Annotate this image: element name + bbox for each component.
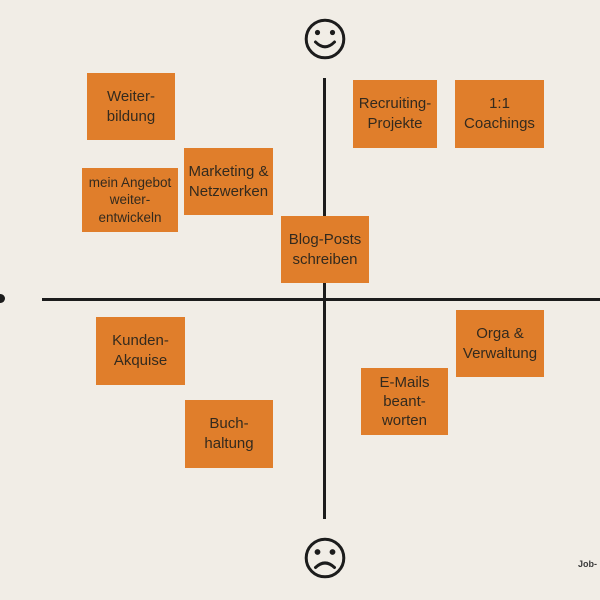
note-weiterbildung[interactable]: Weiter- bildung [87,73,175,140]
note-blog-posts-schreiben[interactable]: Blog-Posts schreiben [281,216,369,283]
axis-endpoint-dot [0,294,5,303]
note-orga-verwaltung[interactable]: Orga & Verwaltung [456,310,544,377]
note-buchhaltung[interactable]: Buch- haltung [185,400,273,468]
note-recruiting-projekte[interactable]: Recruiting- Projekte [353,80,437,148]
sad-face-icon [304,537,346,579]
note-mein-angebot-weiterentwickeln[interactable]: mein Angebot weiter- entwickeln [82,168,178,232]
watermark-text: Job- [578,559,597,569]
note-kunden-akquise[interactable]: Kunden- Akquise [96,317,185,385]
note-e-mails-beantworten[interactable]: E-Mails beant- worten [361,368,448,435]
note-marketing-netzwerken[interactable]: Marketing & Netzwerken [184,148,273,215]
smiley-face-icon [304,18,346,60]
note-1-1-coachings[interactable]: 1:1 Coachings [455,80,544,148]
horizontal-axis-line [42,298,600,301]
